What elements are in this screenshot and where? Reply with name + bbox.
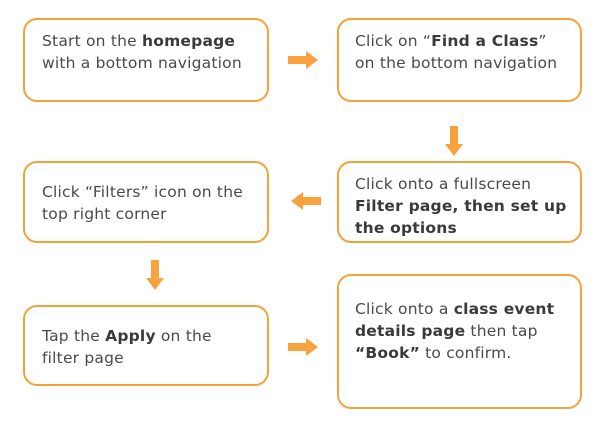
arrow-step3-to-step4 xyxy=(291,192,321,210)
arrow-step5-to-step6 xyxy=(288,338,318,356)
step-1-text-1: Start on the xyxy=(42,32,142,50)
arrow-step2-to-step3 xyxy=(445,126,463,156)
step-6-text-3: then tap xyxy=(465,322,538,340)
step-3-text-2: Filter page, then set up the options xyxy=(355,197,567,237)
arrow-step4-to-step5 xyxy=(146,260,164,290)
step-4-filters-icon-box: Click “Filters” icon on the top right co… xyxy=(23,161,269,243)
step-1-text-2: homepage xyxy=(142,32,236,50)
step-5-text-2: Apply xyxy=(105,327,156,345)
step-4-text-1: Click “Filters” icon on the top right co… xyxy=(42,183,243,223)
step-2-find-a-class-box: Click on “Find a Class” on the bottom na… xyxy=(337,18,582,102)
step-1-start-homepage-box: Start on the homepage with a bottom navi… xyxy=(23,18,269,102)
step-5-tap-apply-box: Tap the Apply on the filter page xyxy=(23,305,269,386)
step-6-text-2: class event details page xyxy=(355,300,555,340)
step-1-text-3: with a bottom navigation xyxy=(42,54,242,72)
step-6-text-5: to confirm. xyxy=(420,344,512,362)
step-2-text-3: ” on the bottom navigation xyxy=(355,32,558,72)
step-2-text-2: Find a Class xyxy=(431,32,539,50)
step-3-text-1: Click onto a fullscreen xyxy=(355,175,532,193)
step-3-filter-page-box: Click onto a fullscreen Filter page, the… xyxy=(337,161,582,243)
step-6-book-class-box: Click onto a class event details page th… xyxy=(337,274,582,409)
step-2-text-1: Click on “ xyxy=(355,32,432,50)
step-6-text-1: Click onto a xyxy=(355,300,454,318)
arrow-step1-to-step2 xyxy=(288,51,318,69)
step-5-text-1: Tap the xyxy=(42,327,106,345)
step-6-text-4: “Book” xyxy=(355,344,420,362)
step-5-text-3: on the filter page xyxy=(42,327,212,367)
